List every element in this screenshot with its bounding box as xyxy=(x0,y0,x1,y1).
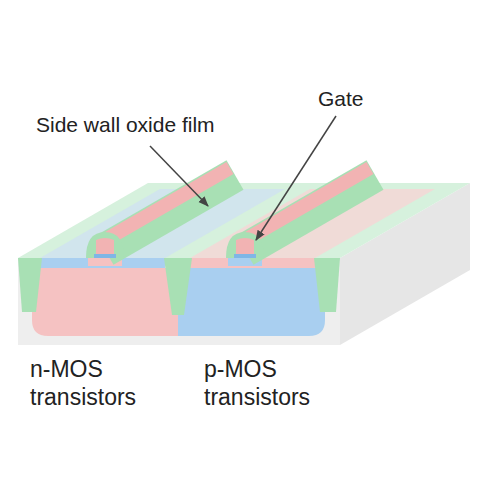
nmos-source-drain xyxy=(40,258,165,268)
side-wall-oxide xyxy=(105,175,235,250)
gate-oxide xyxy=(234,254,256,258)
leader-line xyxy=(256,116,336,240)
isolation-trench xyxy=(314,258,340,312)
region-label: n-MOS transistors xyxy=(30,356,170,411)
gate-electrode xyxy=(100,168,230,243)
pmos-well xyxy=(178,268,325,336)
part-label: Side wall oxide film xyxy=(36,112,296,137)
side-wall-oxide xyxy=(245,175,375,250)
nmos-well xyxy=(32,268,178,336)
gate-electrode xyxy=(240,168,370,243)
part-label: Gate xyxy=(318,86,438,111)
leader-line xyxy=(150,146,208,206)
top-surface xyxy=(18,183,470,258)
front-face xyxy=(18,258,340,345)
isolation-trench xyxy=(18,258,42,312)
gate-oxide xyxy=(94,254,116,258)
region-label: p-MOS transistors xyxy=(204,356,344,411)
isolation-trench xyxy=(164,258,192,315)
gate-front-end xyxy=(86,232,124,258)
